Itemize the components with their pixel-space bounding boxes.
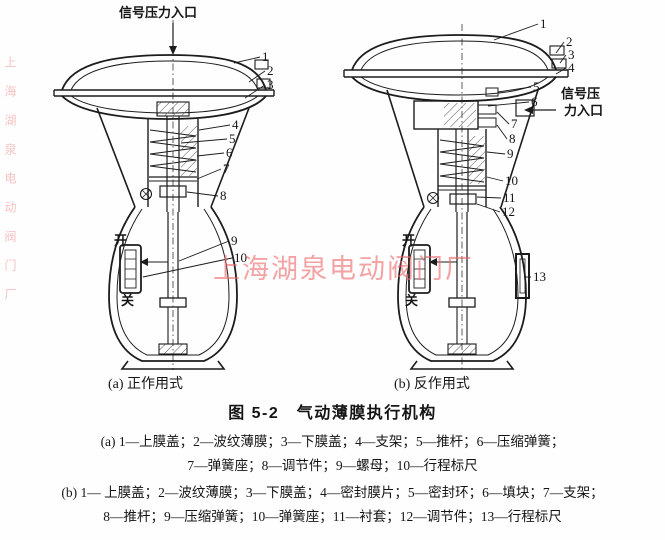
part-label-b7: 7 bbox=[511, 116, 518, 131]
part-label-b1: 1 bbox=[540, 16, 547, 31]
leader-lines-b bbox=[476, 23, 567, 278]
signal-inlet-label-a: 信号压力入口 bbox=[119, 5, 198, 20]
part-label-a9: 9 bbox=[231, 233, 238, 248]
legend-a-line2: 7—弹簧座；8—调节件；9—螺母；10—行程标尺 bbox=[187, 458, 478, 473]
signal-port-b bbox=[515, 99, 535, 117]
part-label-b6: 6 bbox=[531, 94, 538, 109]
stroke-scale-b bbox=[408, 244, 530, 299]
adjuster-b bbox=[449, 193, 477, 205]
legend-b-line1: (b) 1— 上膜盖；2—波纹薄膜；3—下膜盖；4—密封膜片；5—密封环；6—填… bbox=[61, 485, 604, 500]
part-label-b10: 10 bbox=[505, 173, 518, 188]
spring-column-a bbox=[96, 107, 250, 212]
close-label-a: 关 bbox=[121, 293, 135, 308]
part-label-a10: 10 bbox=[234, 250, 247, 265]
spring-b bbox=[439, 139, 485, 183]
signal-inlet-label-b-line1: 信号压 bbox=[561, 86, 601, 101]
open-label-b: 开 bbox=[402, 233, 416, 248]
actuator-direct-acting bbox=[53, 20, 275, 370]
part-label-b11: 11 bbox=[503, 190, 516, 205]
part-label-b8: 8 bbox=[509, 131, 516, 146]
close-label-b: 关 bbox=[405, 293, 419, 308]
part-label-a8: 8 bbox=[220, 188, 227, 203]
signal-arrow-b bbox=[524, 106, 556, 114]
part-label-b5: 5 bbox=[533, 79, 540, 94]
legend-a-line1: (a) 1—上膜盖；2—波纹薄膜；3—下膜盖；4—支架；5—推杆；6—压缩弹簧； bbox=[100, 434, 565, 449]
part-label-a1: 1 bbox=[262, 49, 269, 64]
spring-column-b bbox=[386, 89, 539, 212]
caption-a: (a) 正作用式 bbox=[108, 377, 184, 392]
leader-lines-a bbox=[142, 56, 266, 278]
part-label-a4: 4 bbox=[232, 117, 239, 132]
part-label-b13: 13 bbox=[533, 269, 546, 284]
open-label-a: 开 bbox=[114, 233, 128, 248]
seal-block-b bbox=[413, 87, 499, 130]
stroke-scale-a bbox=[119, 244, 142, 294]
part-label-b3: 3 bbox=[568, 47, 575, 62]
signal-inlet-label-b-line2: 力入口 bbox=[564, 103, 604, 118]
spring-a bbox=[149, 129, 197, 173]
watermark-side-text: 上海湖泉电动阀门厂 bbox=[3, 56, 17, 317]
part-label-a2: 2 bbox=[267, 63, 274, 78]
part-label-a3: 3 bbox=[267, 77, 274, 92]
part-label-a6: 6 bbox=[226, 145, 233, 160]
part-label-b9: 9 bbox=[507, 146, 514, 161]
part-label-b4: 4 bbox=[568, 60, 575, 75]
legend-b-line2: 8—推杆；9—压缩弹簧；10—弹簧座；11—衬套；12—调节件；13—行程标尺 bbox=[103, 509, 562, 524]
actuator-reverse-acting bbox=[343, 23, 569, 370]
part-label-b12: 12 bbox=[502, 204, 515, 219]
dome-a bbox=[53, 54, 275, 120]
adjuster-a bbox=[159, 185, 187, 198]
figure-title: 图 5-2 气动薄膜执行机构 bbox=[228, 405, 437, 422]
figure-legend: (a) 1—上膜盖；2—波纹薄膜；3—下膜盖；4—支架；5—推杆；6—压缩弹簧；… bbox=[10, 430, 655, 529]
signal-arrow-a bbox=[169, 23, 177, 55]
part-label-a5: 5 bbox=[229, 131, 236, 146]
part-label-a7: 7 bbox=[223, 161, 230, 176]
caption-b: (b) 反作用式 bbox=[394, 377, 470, 392]
part-label-b2: 2 bbox=[566, 34, 573, 49]
nut-a bbox=[139, 187, 153, 201]
watermark-text: 上海湖泉电动阀门厂 bbox=[213, 254, 474, 284]
nut-b bbox=[426, 191, 440, 205]
